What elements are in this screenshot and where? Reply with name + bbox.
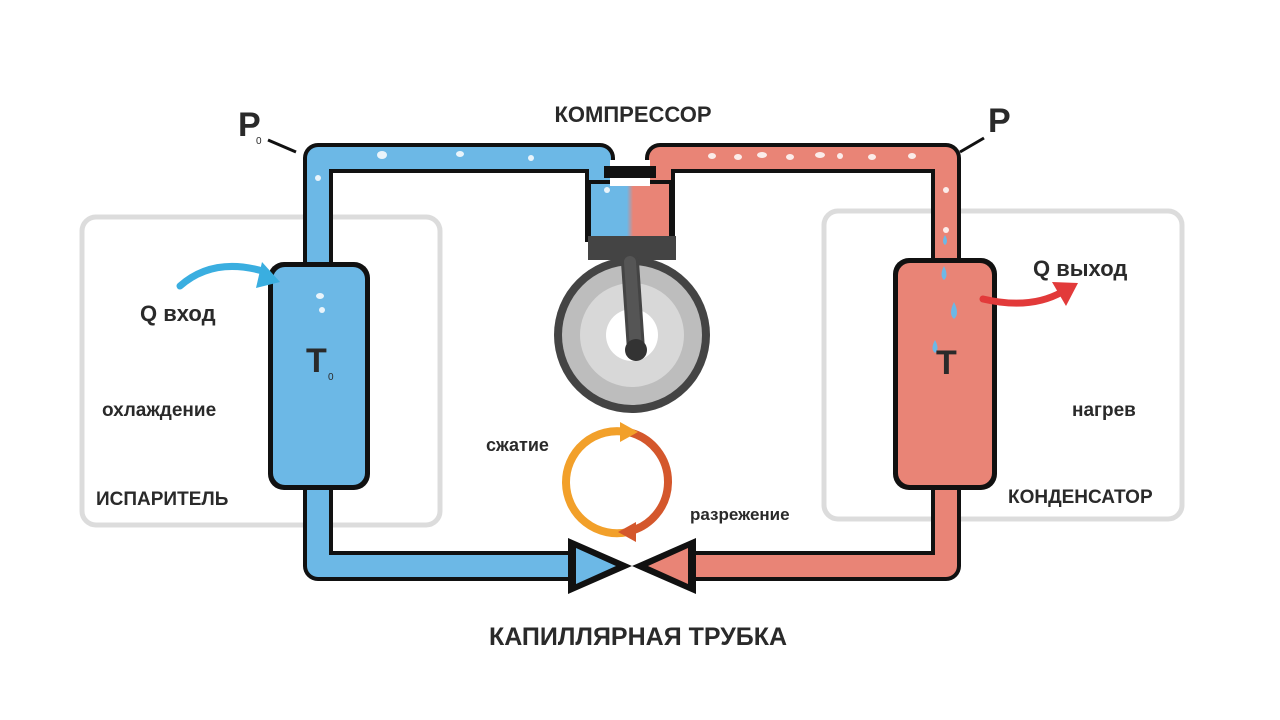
capillary-tube-label: КАПИЛЛЯРНАЯ ТРУБКА (489, 623, 787, 651)
p0-leader (267, 138, 297, 154)
t-label: T (936, 344, 957, 382)
condensation-drops (932, 235, 957, 353)
hot-bubbles (708, 152, 949, 233)
p0-subscript: 0 (256, 136, 262, 147)
compressor (554, 236, 710, 413)
compressor-inlet (585, 160, 675, 242)
compressor-label: КОМПРЕССОР (554, 102, 711, 127)
evaporator-label: ИСПАРИТЕЛЬ (96, 489, 228, 510)
q-out-label: Q выход (1033, 256, 1127, 281)
evaporator-tank (268, 262, 370, 490)
q-in-arrow (176, 262, 280, 290)
q-in-label: Q вход (140, 301, 216, 326)
p-leader (959, 136, 985, 154)
compression-label: сжатие (486, 435, 549, 455)
evaporator-box (79, 214, 443, 528)
heating-label: нагрев (1072, 400, 1136, 421)
condenser-tank (893, 258, 997, 490)
t0-label: T (306, 342, 327, 380)
cold-pipe (303, 143, 615, 581)
cycle-icon (562, 422, 672, 542)
capillary-valve (568, 538, 696, 594)
p0-label: P (238, 106, 261, 144)
cooling-label: охлаждение (102, 400, 216, 421)
expansion-label: разрежение (690, 505, 790, 524)
condenser-box (821, 208, 1185, 522)
p-label: P (988, 102, 1011, 140)
condenser-label: КОНДЕНСАТОР (1008, 487, 1153, 508)
t0-subscript: 0 (328, 372, 334, 383)
cold-bubbles (315, 151, 610, 313)
q-out-arrow (979, 282, 1078, 307)
hot-pipe (645, 143, 961, 581)
